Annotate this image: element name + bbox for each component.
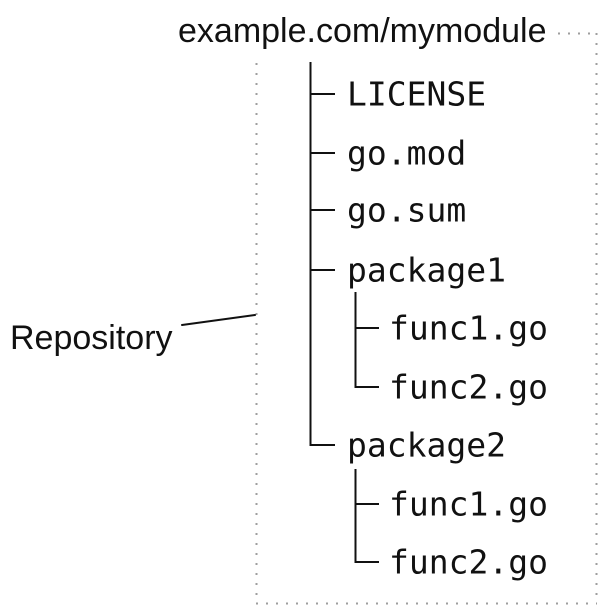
package2-branch-lines [354,469,379,563]
repository-pointer-line [181,314,256,326]
tree-item-package1-func2: func2.go [389,367,548,407]
tree-item-go-sum: go.sum [347,190,467,230]
repository-annotation-label: Repository [10,319,173,357]
tree-trunk-line [309,62,335,446]
tree-item-license: LICENSE [347,74,487,114]
tree-item-package2: package2 [347,425,506,465]
tree-item-go-mod: go.mod [347,133,467,173]
tree-item-package1: package1 [347,250,506,290]
tree-branch-ticks [309,93,335,271]
tree-item-package2-func2: func2.go [389,542,548,582]
module-title: example.com/mymodule [178,12,547,50]
tree-item-package1-func1: func1.go [389,308,548,348]
repository-dotted-border [255,32,598,605]
package1-branch-lines [354,292,379,388]
tree-item-package2-func1: func1.go [389,484,548,524]
